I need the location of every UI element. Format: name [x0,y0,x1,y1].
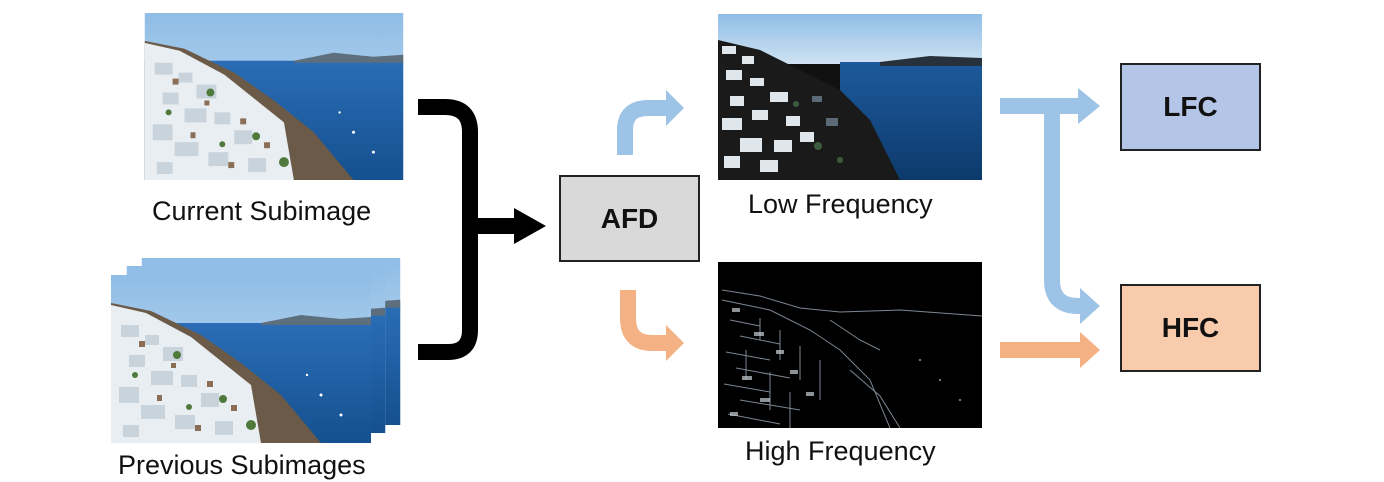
low-frequency-label: Low Frequency [748,189,933,219]
low-to-hfc-arrow [1044,106,1100,324]
merge-arrow-head [514,208,546,244]
low-to-lfc-arrow [1000,88,1100,124]
merge-arrow [418,99,520,360]
lfc-box: LFC [1120,63,1261,151]
photo-high-frequency [718,262,983,429]
afd-box: AFD [559,175,700,262]
high-to-hfc-arrow [1000,332,1100,368]
photo-low-frequency [718,14,982,180]
photo-previous-subimages [111,258,401,443]
photo-current-subimage [144,13,404,180]
afd-to-high-arrow [620,290,684,361]
current-subimage-label: Current Subimage [152,196,372,226]
hfc-box: HFC [1120,284,1261,372]
high-frequency-label: High Frequency [745,436,936,466]
afd-to-low-arrow [617,90,684,155]
previous-subimages-label: Previous Subimages [118,450,366,480]
